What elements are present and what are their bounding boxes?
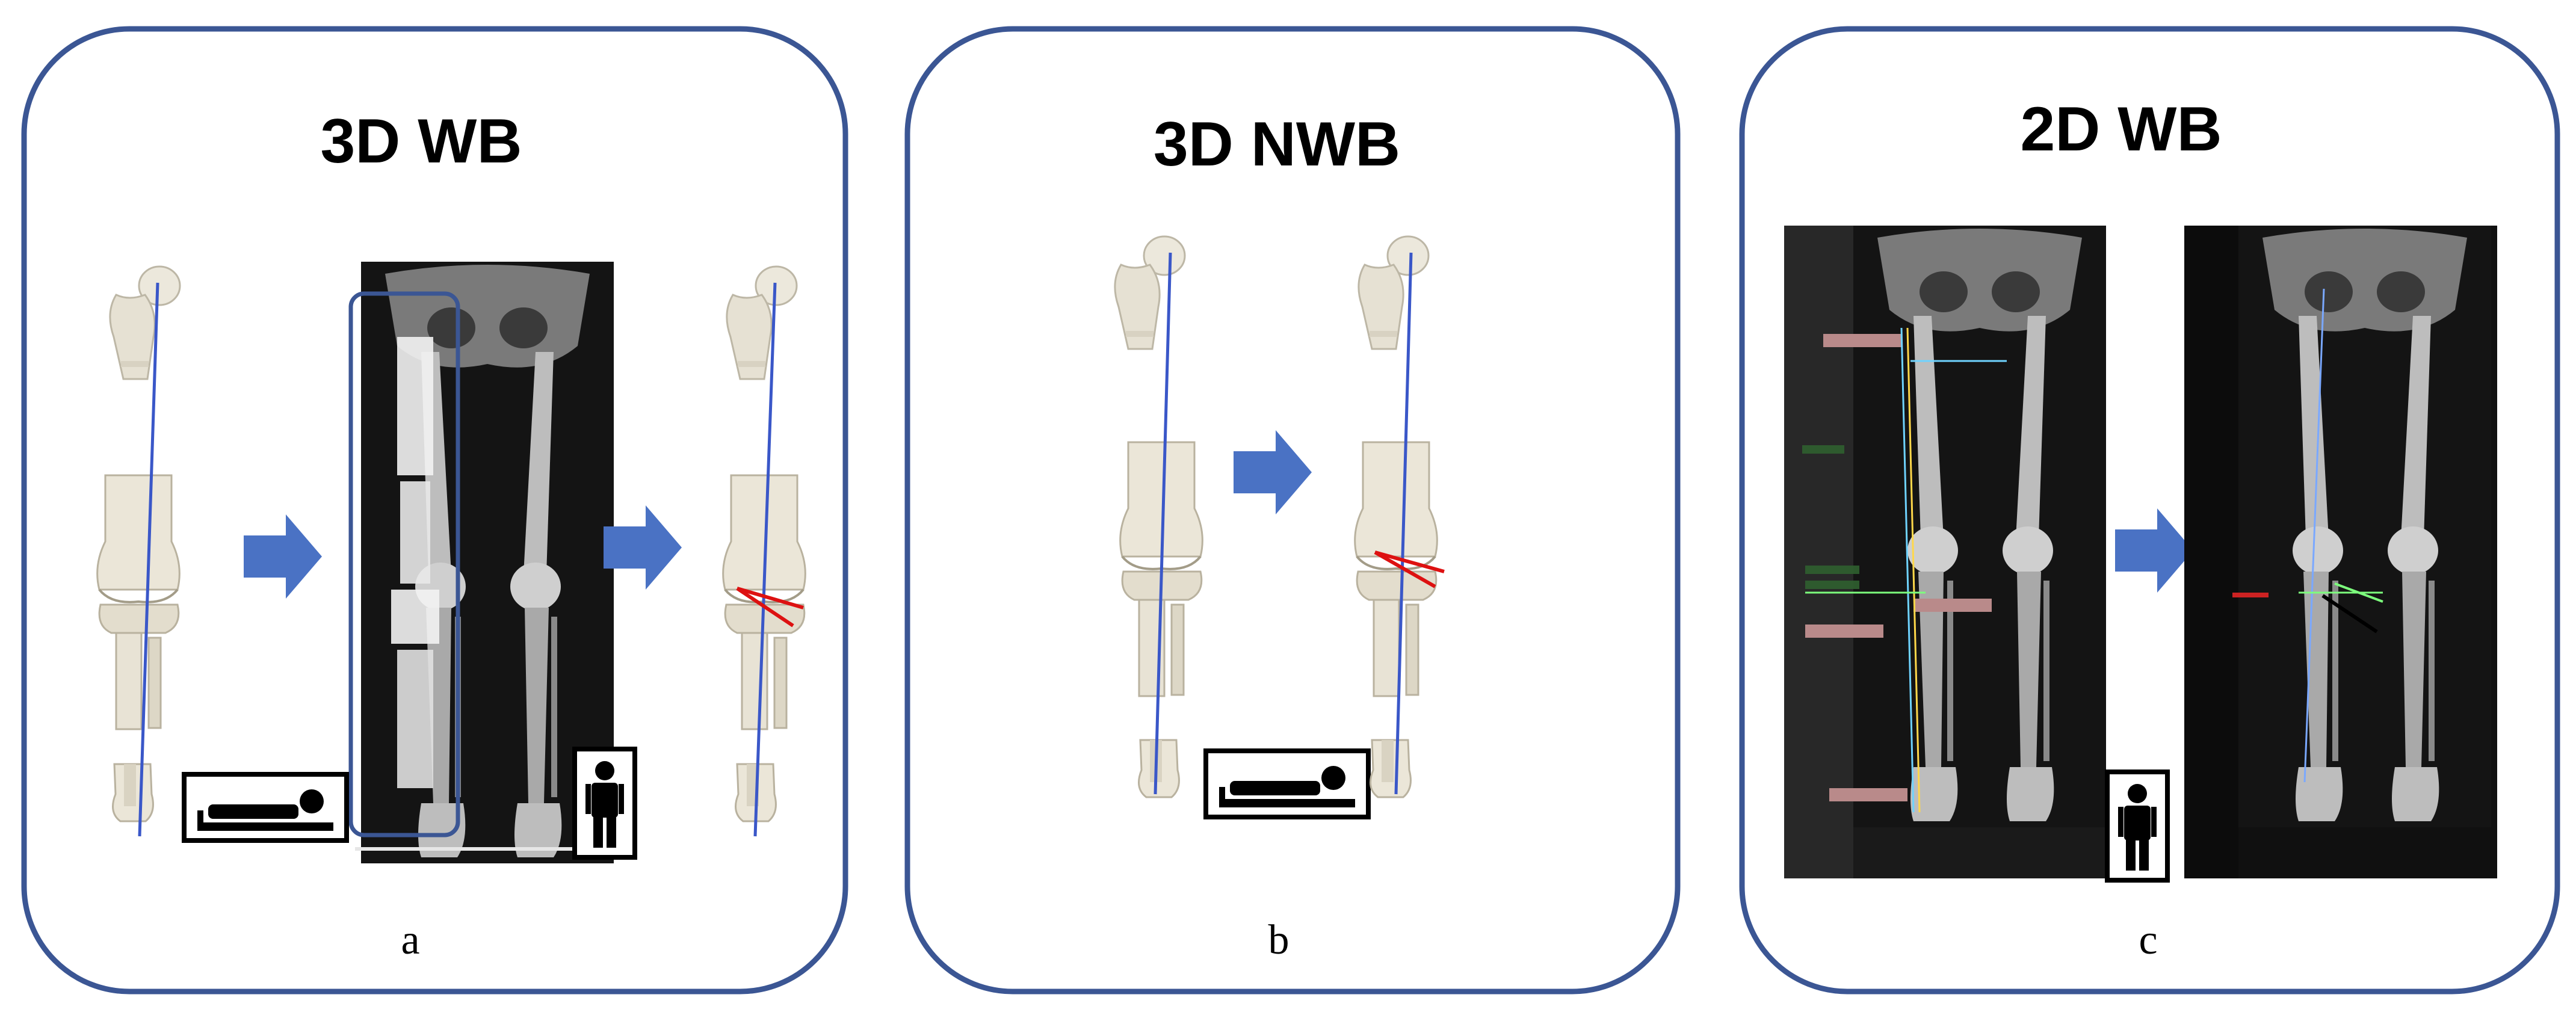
axis-overlay-line [1906, 327, 1921, 813]
panel-a-caption: a [401, 917, 419, 963]
panel-c-postop-xray [2184, 226, 2497, 878]
supine-patient-icon [184, 774, 347, 840]
correction-line [1374, 551, 1436, 588]
panel-b-frame [904, 26, 1681, 995]
panel-b-title: 3D NWB [1154, 109, 1400, 179]
measurement-label-box [1805, 625, 1883, 638]
axis-overlay-line [1900, 327, 1915, 813]
panel-c: 2D WB [1739, 26, 2560, 995]
standing-person-icon [575, 749, 635, 857]
correction-line [1374, 551, 1445, 573]
panel-b-caption: b [1268, 917, 1290, 963]
correction-line [737, 587, 804, 609]
panel-c-title: 2D WB [2020, 94, 2222, 164]
panel-b: 3D NWB b [904, 26, 1681, 995]
supine-patient-icon [1206, 751, 1368, 817]
measurement-label-box [1823, 334, 1901, 347]
measurement-label-box [1829, 788, 1907, 801]
panel-c-preop-xray [1784, 226, 2106, 878]
mechanical-axis-line [1154, 252, 1172, 795]
osteotomy-wedge-line [2321, 594, 2378, 634]
correction-line [736, 587, 794, 628]
panel-a-title: 3D WB [320, 106, 522, 176]
osteotomy-wedge-line [2334, 582, 2383, 603]
axis-overlay-line [2303, 288, 2325, 783]
standing-person-icon [2107, 772, 2167, 880]
panel-b-postop-bone-model [1353, 235, 1445, 798]
panel-a-xray [348, 262, 614, 863]
measurement-label-box [1913, 599, 1992, 612]
panel-a-postop-bone-model [721, 265, 807, 837]
panel-c-caption: c [2139, 917, 2157, 963]
panel-b-preop-bone-model [1114, 235, 1204, 798]
panel-a: 3D WB [21, 26, 848, 995]
mechanical-axis-line [138, 282, 159, 837]
mechanical-axis-line [753, 282, 777, 837]
mechanical-axis-line [1394, 252, 1413, 795]
panel-a-preop-bone-model [96, 265, 181, 837]
highlight-frame [348, 291, 460, 837]
